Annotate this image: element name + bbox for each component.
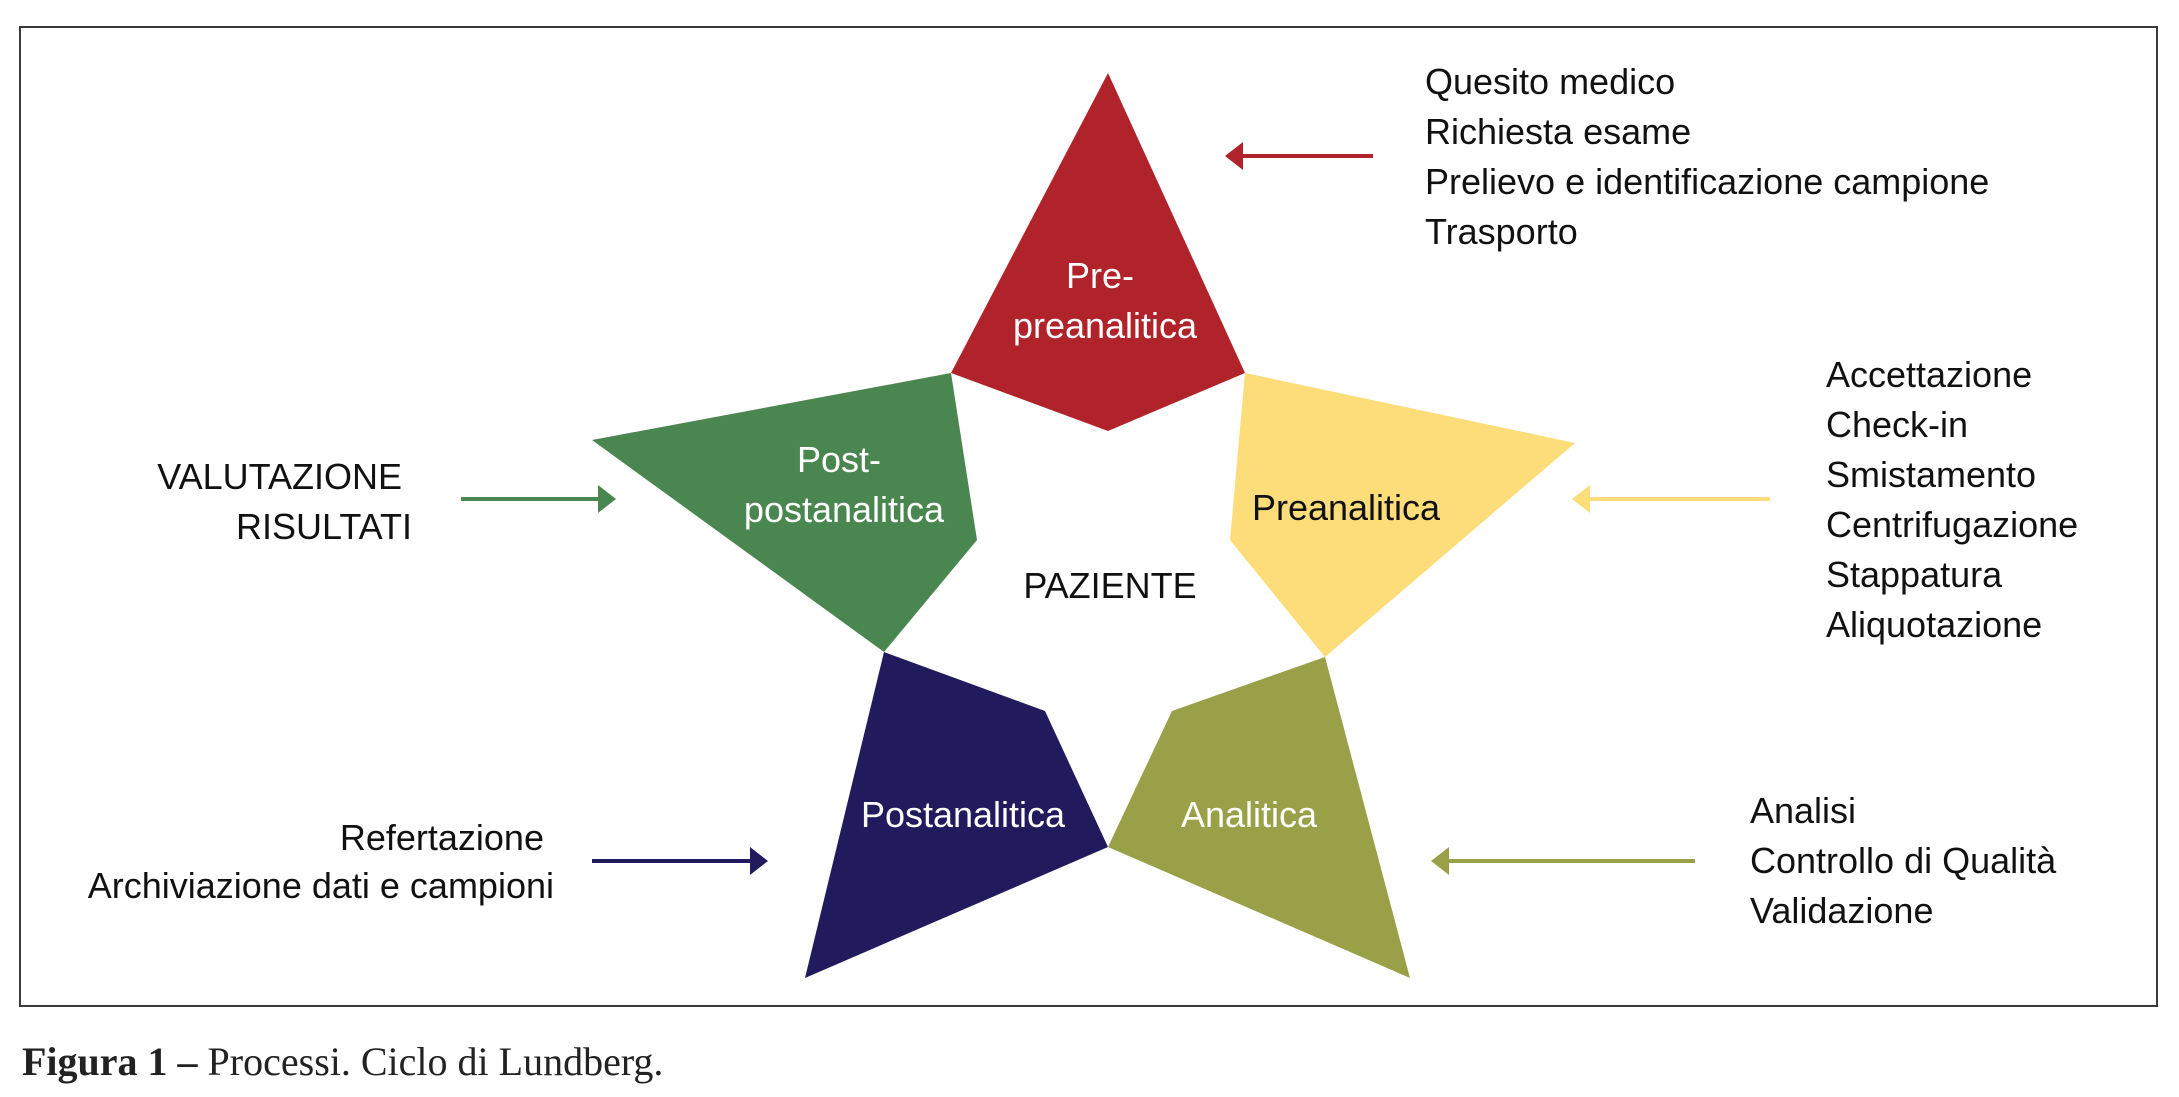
items-pre-preanalitica: Quesito medico Richiesta esame Prelievo …	[1425, 61, 1999, 252]
segment-post-postanalitica	[592, 373, 977, 652]
arrow-post-postanalitica	[461, 485, 616, 513]
items-preanalitica: Accettazione Check-in Smistamento Centri…	[1826, 354, 2088, 645]
figure-frame	[19, 26, 2158, 1007]
segment-preanalitica	[1230, 373, 1575, 657]
label-pre-preanalitica: Pre- preanalitica	[1013, 255, 1198, 346]
label-post-postanalitica: Post- postanalitica	[744, 439, 945, 530]
label-postanalitica: Postanalitica	[861, 794, 1066, 835]
caption-prefix: Figura 1 –	[22, 1039, 198, 1084]
segment-pre-preanalitica	[951, 73, 1245, 431]
arrow-postanalitica	[592, 847, 768, 875]
segment-analitica	[1108, 657, 1410, 978]
arrow-preanalitica	[1572, 485, 1770, 513]
arrow-pre-preanalitica	[1225, 142, 1373, 170]
label-preanalitica: Preanalitica	[1252, 487, 1441, 528]
center-label: PAZIENTE	[1023, 565, 1196, 606]
arrow-analitica	[1431, 847, 1695, 875]
items-analitica: Analisi Controllo di Qualità Validazione	[1750, 790, 2066, 931]
items-post-postanalitica: VALUTAZIONE RISULTATI	[157, 456, 412, 547]
items-postanalitica: Refertazione Archiviazione dati e campio…	[88, 817, 554, 906]
caption-text: Processi. Ciclo di Lundberg.	[197, 1039, 664, 1084]
label-analitica: Analitica	[1181, 794, 1318, 835]
figure-caption: Figura 1 – Processi. Ciclo di Lundberg.	[22, 1038, 663, 1085]
segment-postanalitica	[805, 652, 1108, 978]
